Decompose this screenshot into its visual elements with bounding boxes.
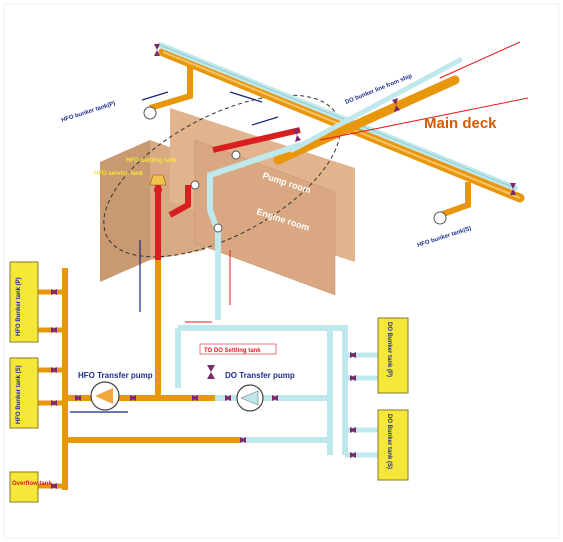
do-riser-elbow <box>190 180 200 190</box>
do-bunker-cross-pipe <box>289 57 463 153</box>
valve-deck-crossover <box>293 128 299 135</box>
valve-hfo-2b-b <box>51 400 57 406</box>
hfo-service-tank-label: HFO service tank <box>94 171 144 177</box>
valve-do-suction-b <box>225 395 231 401</box>
valve-deck-p <box>154 44 160 50</box>
valve-do-1a-b <box>350 352 356 358</box>
valve-deck-p-b <box>154 50 160 56</box>
blue-arrow-deck-mid <box>229 91 263 103</box>
blue-flow-arrows <box>70 91 279 413</box>
hfo-hot-riser <box>168 185 191 218</box>
valve-deck-s <box>510 183 516 189</box>
valve-deck-s-b <box>510 189 516 195</box>
hfo-bunker-p-tank-head <box>143 106 157 120</box>
overflow-tank-label: Overflow tank <box>12 481 52 487</box>
valve-deck-mid-b <box>394 105 400 112</box>
hfo-bunker-tank-left-2 <box>9 357 39 429</box>
valve-vent-bottom <box>207 372 215 379</box>
do-bunker-tank-right-2 <box>377 409 409 481</box>
valve-hfo-2a-b <box>51 367 57 373</box>
do-downcomer <box>207 142 301 320</box>
valve-hfo-1b-b <box>51 327 57 333</box>
hfo-riser-elbow <box>231 150 241 160</box>
hfo-transfer-pump-label: HFO Transfer pump <box>78 371 153 380</box>
hfo-bunker-cross-pipe <box>273 75 460 165</box>
do-bunker-tank-right-1 <box>377 317 409 394</box>
engine-room-wall <box>194 139 336 296</box>
valve-do-discharge-b <box>272 395 278 401</box>
valve-cross-1-b <box>192 395 198 401</box>
valve-hfo-1a-b <box>51 289 57 295</box>
hfo-bunker-s-branch <box>438 182 471 218</box>
do-main-deck-pipe-edge <box>159 44 516 189</box>
hfo-hot-deck-link <box>212 127 301 153</box>
hfo-bunker-p-branch <box>149 66 193 111</box>
red-flow-arrows <box>185 41 529 323</box>
valve-hfo-suction-b <box>75 395 81 401</box>
red-arrow-deck-2 <box>319 97 529 141</box>
valve-do-1b-b <box>350 375 356 381</box>
hfo-settling-tank-label: HFO Settling tank <box>126 158 177 164</box>
settling-tank-outlet <box>154 186 162 194</box>
red-arrow-deck-1 <box>439 41 521 79</box>
do-bunker-tank-right-2-label: DO Bunker tank (S) <box>386 414 392 469</box>
do-bunker-tank-right-1-label: DO Bunker tank (P) <box>386 322 392 377</box>
hfo-bunker-tank-left-2-label: HFO Bunker tank (S) <box>16 365 22 424</box>
blue-arrow-deck-p <box>141 91 169 101</box>
valve-deck-mid <box>392 98 398 105</box>
do-pump-arrow <box>240 390 259 406</box>
hfo-bunker-s-tank-head <box>433 211 447 225</box>
do-transfer-pump-label: DO Transfer pump <box>225 371 295 380</box>
settling-tank-side-wall <box>100 140 150 282</box>
overflow-tank <box>9 471 39 503</box>
settling-tank-funnel <box>149 174 167 186</box>
valve-deck-crossover-b <box>295 135 301 142</box>
do-downcomer-elbow <box>213 223 223 233</box>
valve-return-b <box>240 437 246 443</box>
valve-overflow-b <box>51 483 57 489</box>
valve-vent-top <box>207 365 215 372</box>
main-deck-label: Main deck <box>424 115 497 132</box>
valve-do-2b-b <box>350 452 356 458</box>
to-do-settling-tank-label: TO DO Settling tank <box>204 348 261 354</box>
hfo-pump-arrow <box>95 388 113 404</box>
to-do-settling-tank-box <box>199 343 277 355</box>
do-header-right <box>178 325 348 455</box>
valve-do-2a-b <box>350 427 356 433</box>
valve-hfo-discharge-b <box>130 395 136 401</box>
blue-arrow-deck-2 <box>251 116 279 126</box>
hfo-bunker-tank-left-1-label: HFO Bunker tank (P) <box>16 277 22 336</box>
valves <box>51 44 516 489</box>
hfo-bunker-tank-left-1 <box>9 261 39 343</box>
